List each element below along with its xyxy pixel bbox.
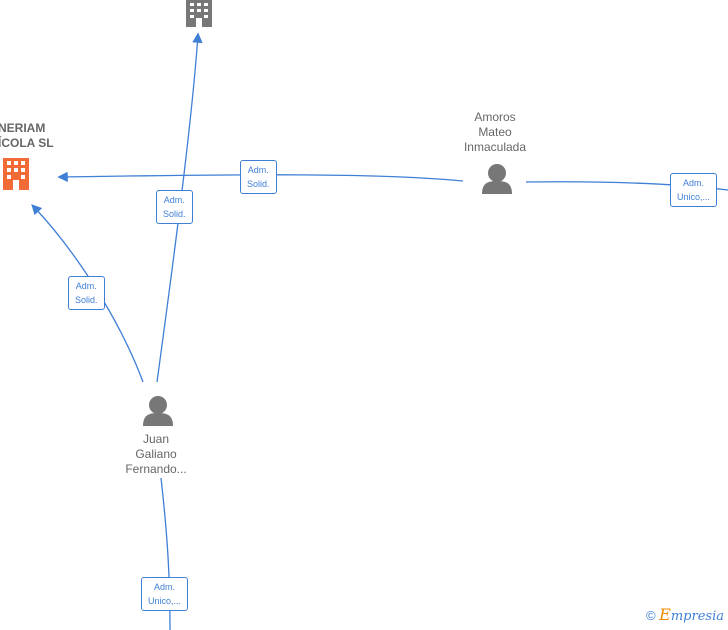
- person-icon[interactable]: [143, 396, 173, 426]
- building-icon[interactable]: [3, 158, 29, 190]
- person-name-amoros[interactable]: Amoros Mateo Inmaculada: [463, 110, 527, 154]
- building-icon[interactable]: [186, 0, 212, 27]
- edge-label-juan-company-top[interactable]: Adm. Solid.: [156, 190, 193, 224]
- company-name-left[interactable]: NERIAM ÍCOLA SL: [0, 121, 54, 150]
- edge-label-juan-company-left[interactable]: Adm. Solid.: [68, 276, 105, 310]
- brand-name: mpresia: [670, 609, 724, 624]
- person-name-juan[interactable]: Juan Galiano Fernando...: [125, 432, 187, 476]
- empresia-logo: © Empresia: [646, 605, 724, 624]
- brand-initial: E: [659, 605, 671, 624]
- edge-label-amoros-right[interactable]: Adm. Unico,...: [670, 173, 718, 207]
- edge-amoros-to-company-left: [57, 171, 464, 183]
- edge-juan-to-bottom: [160, 477, 171, 630]
- edge-label-amoros-company[interactable]: Adm. Solid.: [240, 160, 277, 194]
- edge-label-juan-bottom[interactable]: Adm. Unico,...: [141, 577, 189, 611]
- person-icon[interactable]: [482, 164, 512, 194]
- copyright-symbol: ©: [645, 608, 656, 623]
